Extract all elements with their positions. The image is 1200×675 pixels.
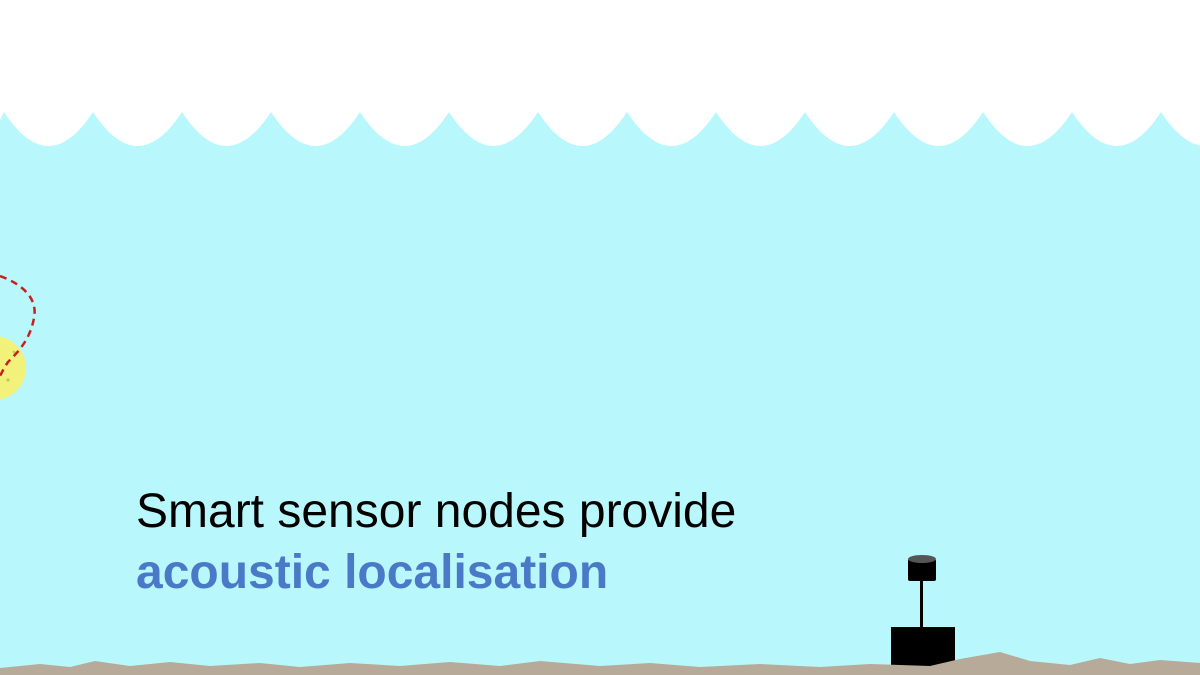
seabed [0,652,1200,675]
water-body [0,112,1200,675]
caption-line-2: acoustic localisation [136,546,609,599]
sensor-node-icon [891,555,955,669]
float-trajectory [0,274,36,377]
drifting-float-icon [0,336,26,400]
caption-line-1: Smart sensor nodes provide [136,485,737,538]
